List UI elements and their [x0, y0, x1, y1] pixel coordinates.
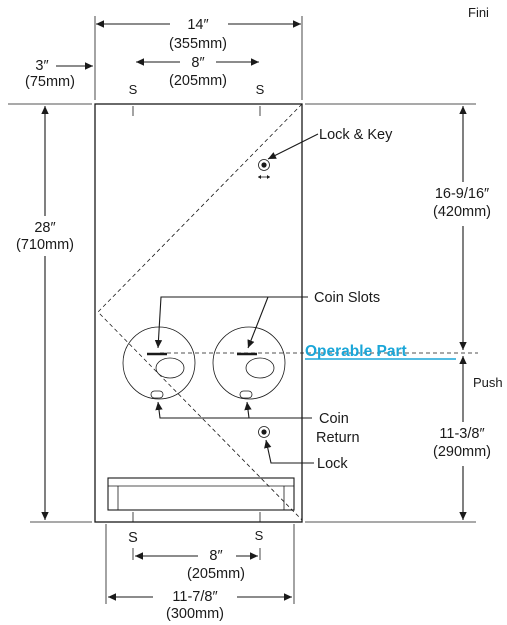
left-offset-mm-label: (75mm)	[25, 74, 75, 90]
width-in-label: 14″	[187, 17, 208, 33]
lock-and-key-leader	[267, 133, 319, 160]
upper-height-mm-label: (420mm)	[433, 204, 491, 220]
upper-height-label-bg	[416, 182, 507, 226]
coin-return-leader-left	[155, 401, 312, 419]
lower-height-mm-label: (290mm)	[433, 444, 491, 460]
bottom-width-mm-label: (300mm)	[166, 606, 224, 622]
dispenser-tray	[107, 477, 295, 511]
coin-mechanism-left	[122, 326, 196, 400]
lock-and-key-label: Lock & Key	[319, 127, 393, 143]
lock-leader	[264, 439, 314, 464]
bottom-left-s-mark: S	[128, 530, 138, 546]
top-s-spacing-mm-label: (205mm)	[169, 73, 227, 89]
bottom-right-s-mark: S	[255, 528, 264, 543]
lock-icon	[258, 426, 270, 438]
height-mm-label: (710mm)	[16, 237, 74, 253]
coin-slots-label: Coin Slots	[314, 290, 380, 306]
coin-return-label-line2: Return	[316, 430, 360, 446]
bottom-s-label-bg	[198, 545, 236, 563]
cabinet-outline	[94, 103, 303, 523]
coin-return-label-line1: Coin	[319, 411, 349, 427]
coin-mechanism-right	[212, 326, 286, 400]
width-label-bg	[170, 14, 228, 34]
top-s-spacing-in-label: 8″	[191, 55, 204, 71]
top-left-s-mark: S	[129, 82, 138, 97]
bottom-width-label-bg	[153, 586, 237, 604]
push-label: Push	[473, 375, 503, 390]
lock-and-key-icon	[258, 159, 270, 179]
bottom-s-spacing-in-label: 8″	[209, 548, 222, 564]
upper-height-in-label: 16-9/16″	[435, 186, 489, 202]
operable-part-label: Operable Part	[305, 343, 407, 360]
bottom-s-spacing-mm-label: (205mm)	[187, 566, 245, 582]
height-label-bg	[18, 216, 74, 256]
coin-slots-leader-left	[154, 296, 308, 349]
top-s-label-bg	[180, 52, 216, 70]
bottom-width-in-label: 11-7/8″	[172, 589, 217, 605]
lower-height-in-label: 11-3/8″	[439, 426, 484, 442]
finish-label: Fini	[468, 5, 489, 20]
coin-slots-leader-right	[247, 296, 269, 349]
width-mm-label: (355mm)	[169, 36, 227, 52]
top-right-s-mark: S	[256, 82, 265, 97]
coin-return-leader-right	[244, 401, 252, 419]
lower-height-label-bg	[418, 422, 507, 466]
height-in-label: 28″	[34, 220, 55, 236]
door-swing-line	[97, 103, 303, 521]
lock-label: Lock	[317, 456, 348, 472]
left-offset-in-label: 3″	[35, 58, 48, 74]
